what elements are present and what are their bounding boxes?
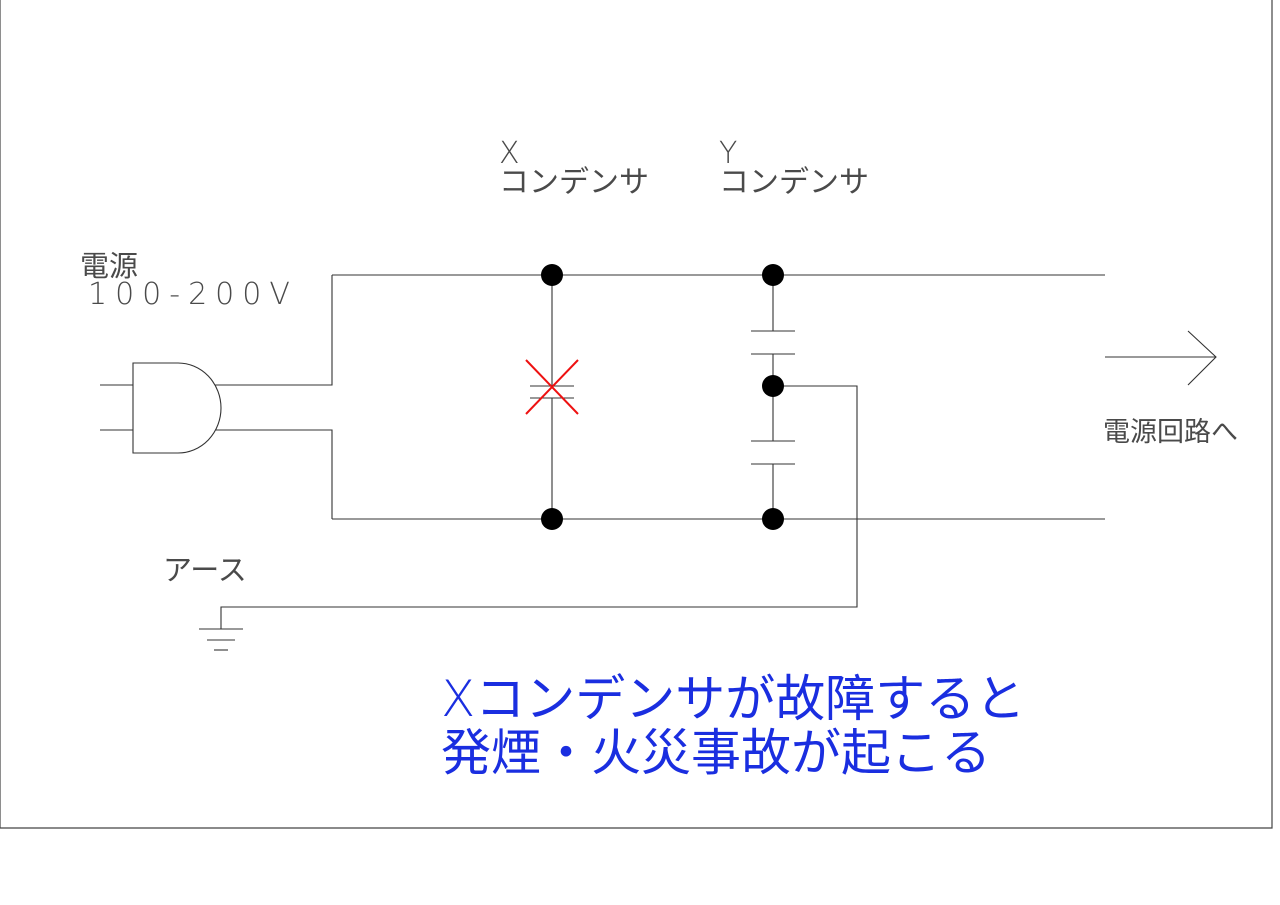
arrow-right-icon (1105, 330, 1217, 386)
to-power-circuit-label: 電源回路へ (1103, 417, 1238, 448)
plug-icon (100, 362, 222, 454)
voltage-label: 100-200V (88, 277, 298, 312)
frame-border (0, 0, 1273, 829)
earth-wire (220, 385, 858, 629)
junction-node (762, 508, 784, 530)
junction-node (541, 508, 563, 530)
x-mark-icon (525, 359, 579, 415)
caption-line-2: 発煙・火災事故が起こる (441, 724, 991, 782)
ground-icon (199, 628, 243, 651)
plug-leads (215, 275, 333, 519)
x-capacitor-letter: X (499, 136, 520, 171)
x-capacitor-label: コンデンサ (499, 165, 649, 200)
power-source-label: 電源 (80, 249, 138, 283)
caption-line-1: Xコンデンサが故障すると (441, 670, 1025, 728)
y-capacitor-label: コンデンサ (719, 165, 869, 200)
junction-node (762, 375, 784, 397)
junction-node (762, 264, 784, 286)
y-capacitor-letter: Y (719, 136, 737, 171)
junction-node (541, 264, 563, 286)
x-capacitor (530, 275, 574, 519)
earth-label: アース (163, 553, 247, 587)
